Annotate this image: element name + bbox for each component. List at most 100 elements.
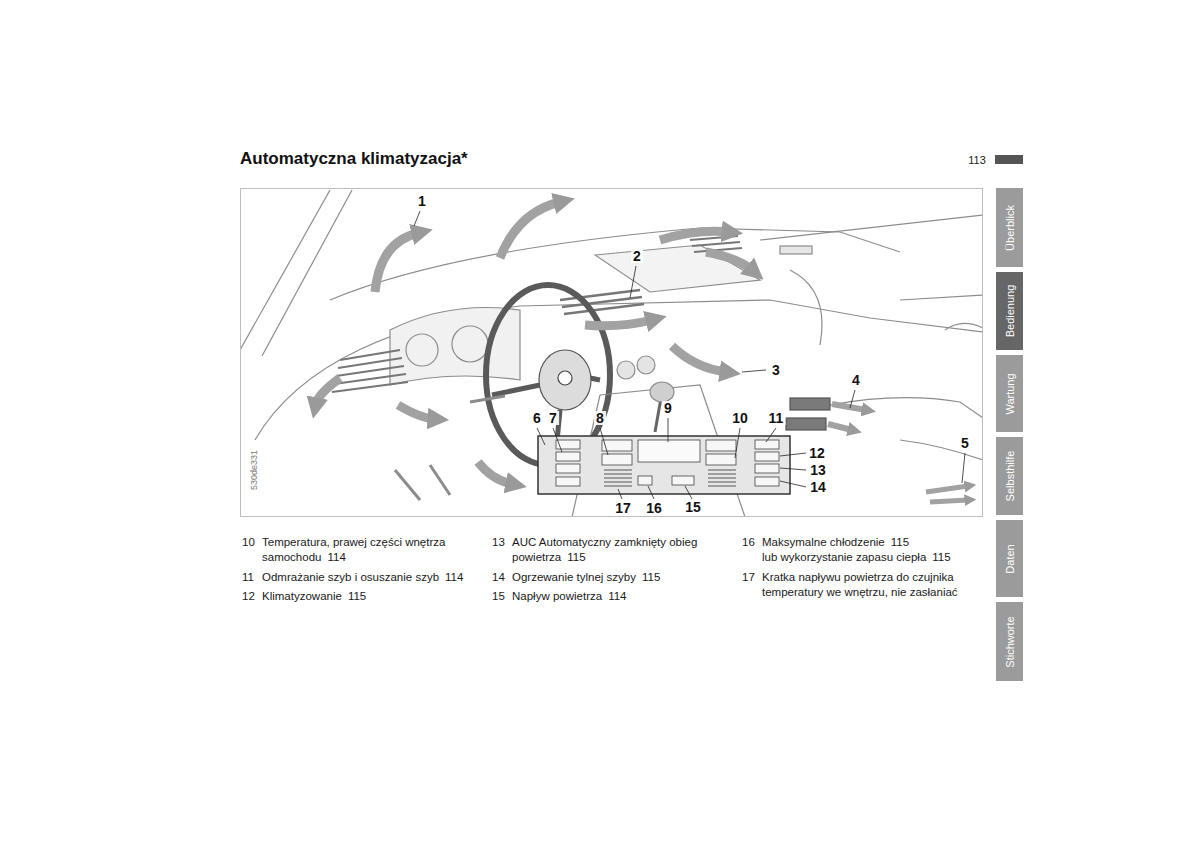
button bbox=[755, 477, 779, 486]
page-reference: 115 bbox=[932, 551, 950, 563]
tab-label: Wartung bbox=[1004, 373, 1015, 414]
leader-line bbox=[553, 428, 562, 452]
page-reference: 114 bbox=[445, 571, 463, 583]
page-number: 113 bbox=[968, 153, 986, 167]
button bbox=[602, 454, 632, 465]
button bbox=[755, 440, 779, 449]
rear-vent bbox=[786, 418, 826, 430]
stalk bbox=[470, 396, 505, 402]
item-number: 10 bbox=[242, 535, 262, 550]
gauge bbox=[452, 326, 488, 362]
leader-line bbox=[735, 428, 740, 458]
car-interior bbox=[241, 190, 982, 516]
callout-number: 9 bbox=[662, 401, 674, 415]
caption-line: 11Odmrażanie szyb i osuszanie szyb114 bbox=[242, 570, 478, 585]
button bbox=[755, 452, 779, 461]
item-description: Napływ powietrza bbox=[512, 590, 602, 602]
leader-line bbox=[618, 489, 622, 499]
item-number: 16 bbox=[742, 535, 762, 550]
gear-lever bbox=[655, 398, 661, 432]
airflow-arrow bbox=[832, 404, 866, 410]
section-tab: Wartung bbox=[996, 355, 1023, 432]
caption-line: 13AUC Automatyczny zamknięty obieg powie… bbox=[492, 535, 728, 565]
callout-number: 17 bbox=[613, 501, 633, 515]
leader-line bbox=[414, 211, 420, 226]
leader-line bbox=[766, 428, 776, 442]
rear-vent bbox=[790, 398, 830, 410]
gear-knob bbox=[650, 382, 674, 402]
seat bbox=[830, 323, 982, 460]
page-reference: 114 bbox=[608, 590, 626, 602]
callout-number: 15 bbox=[683, 500, 703, 514]
leader-line bbox=[742, 370, 766, 372]
callout-number: 16 bbox=[644, 501, 664, 515]
section-tab: Selbsthilfe bbox=[996, 437, 1023, 515]
a-pillar bbox=[262, 190, 352, 356]
item-description: Kratka napływu powietrza do czujnika tem… bbox=[762, 571, 958, 598]
tab-label: Daten bbox=[1004, 544, 1015, 573]
dash-panel bbox=[595, 245, 760, 292]
leader-line bbox=[780, 453, 806, 456]
item-description: Maksymalne chłodzenie bbox=[762, 536, 885, 548]
caption-line: 10Temperatura, prawej części wnętrza sam… bbox=[242, 535, 478, 565]
leader-line bbox=[780, 468, 806, 470]
item-description: Ogrzewanie tylnej szyby bbox=[512, 571, 636, 583]
caption-item: 17Kratka napływu powietrza do czujnika t… bbox=[742, 570, 978, 600]
airflow-wheel bbox=[672, 476, 694, 485]
button bbox=[638, 476, 652, 485]
item-description: Klimatyzowanie bbox=[262, 590, 342, 602]
item-number: 15 bbox=[492, 589, 512, 604]
airflow-arrow bbox=[660, 231, 728, 240]
caption-line: 14Ogrzewanie tylnej szyby115 bbox=[492, 570, 728, 585]
display bbox=[638, 440, 700, 462]
airflow-arrow bbox=[398, 405, 434, 419]
button bbox=[755, 464, 779, 473]
airflow-arrow bbox=[316, 378, 340, 404]
airflow-arrows bbox=[316, 202, 968, 502]
button bbox=[706, 454, 736, 465]
callout-number: 1 bbox=[416, 194, 428, 208]
image-code: 530de331 bbox=[247, 450, 261, 490]
leader-line bbox=[668, 418, 669, 442]
caption-item: 13AUC Automatyczny zamknięty obieg powie… bbox=[492, 535, 728, 565]
callout-number: 13 bbox=[808, 463, 828, 477]
callout-number: 14 bbox=[808, 480, 828, 494]
knob bbox=[637, 356, 655, 374]
callout-number: 12 bbox=[807, 446, 827, 460]
airflow-arrow bbox=[706, 252, 752, 270]
section-tab: Bedienung bbox=[996, 272, 1023, 350]
airflow-arrow bbox=[930, 500, 968, 502]
callout-number: 7 bbox=[547, 411, 559, 425]
item-description: Odmrażanie szyb i osuszanie szyb bbox=[262, 571, 439, 583]
caption-item: 12Klimatyzowanie 115 bbox=[242, 589, 478, 604]
leader-line bbox=[537, 428, 545, 445]
gauge bbox=[406, 334, 438, 366]
caption-item: 16Maksymalne chłodzenie 115 lub wykorzysta… bbox=[742, 535, 978, 565]
callout-number: 4 bbox=[850, 373, 862, 387]
leader-line bbox=[850, 390, 855, 408]
airflow-arrow bbox=[375, 233, 418, 292]
leader-line bbox=[685, 486, 692, 499]
airflow-arrow bbox=[926, 486, 968, 492]
section-tab: Daten bbox=[996, 520, 1023, 597]
item-description: lub wykorzystanie zapasu ciepła bbox=[762, 551, 926, 563]
item-number: 17 bbox=[742, 570, 762, 585]
page-reference: 115 bbox=[348, 590, 366, 602]
leader-line bbox=[648, 486, 654, 499]
section-tab: Überblick bbox=[996, 188, 1023, 267]
caption-item: 10Temperatura, prawej części wnętrza sam… bbox=[242, 535, 478, 565]
callout-number: 5 bbox=[959, 436, 971, 450]
page-reference: 115 bbox=[567, 551, 585, 563]
button bbox=[556, 464, 580, 473]
air-vent bbox=[332, 350, 408, 392]
item-number: 13 bbox=[492, 535, 512, 550]
sensor-grille bbox=[604, 470, 736, 486]
item-number: 12 bbox=[242, 589, 262, 604]
button bbox=[556, 452, 580, 461]
airflow-arrow bbox=[672, 346, 726, 372]
leader-line bbox=[630, 266, 636, 298]
leader-line bbox=[600, 428, 608, 455]
callout-number: 6 bbox=[531, 411, 543, 425]
leader-lines bbox=[414, 211, 965, 499]
